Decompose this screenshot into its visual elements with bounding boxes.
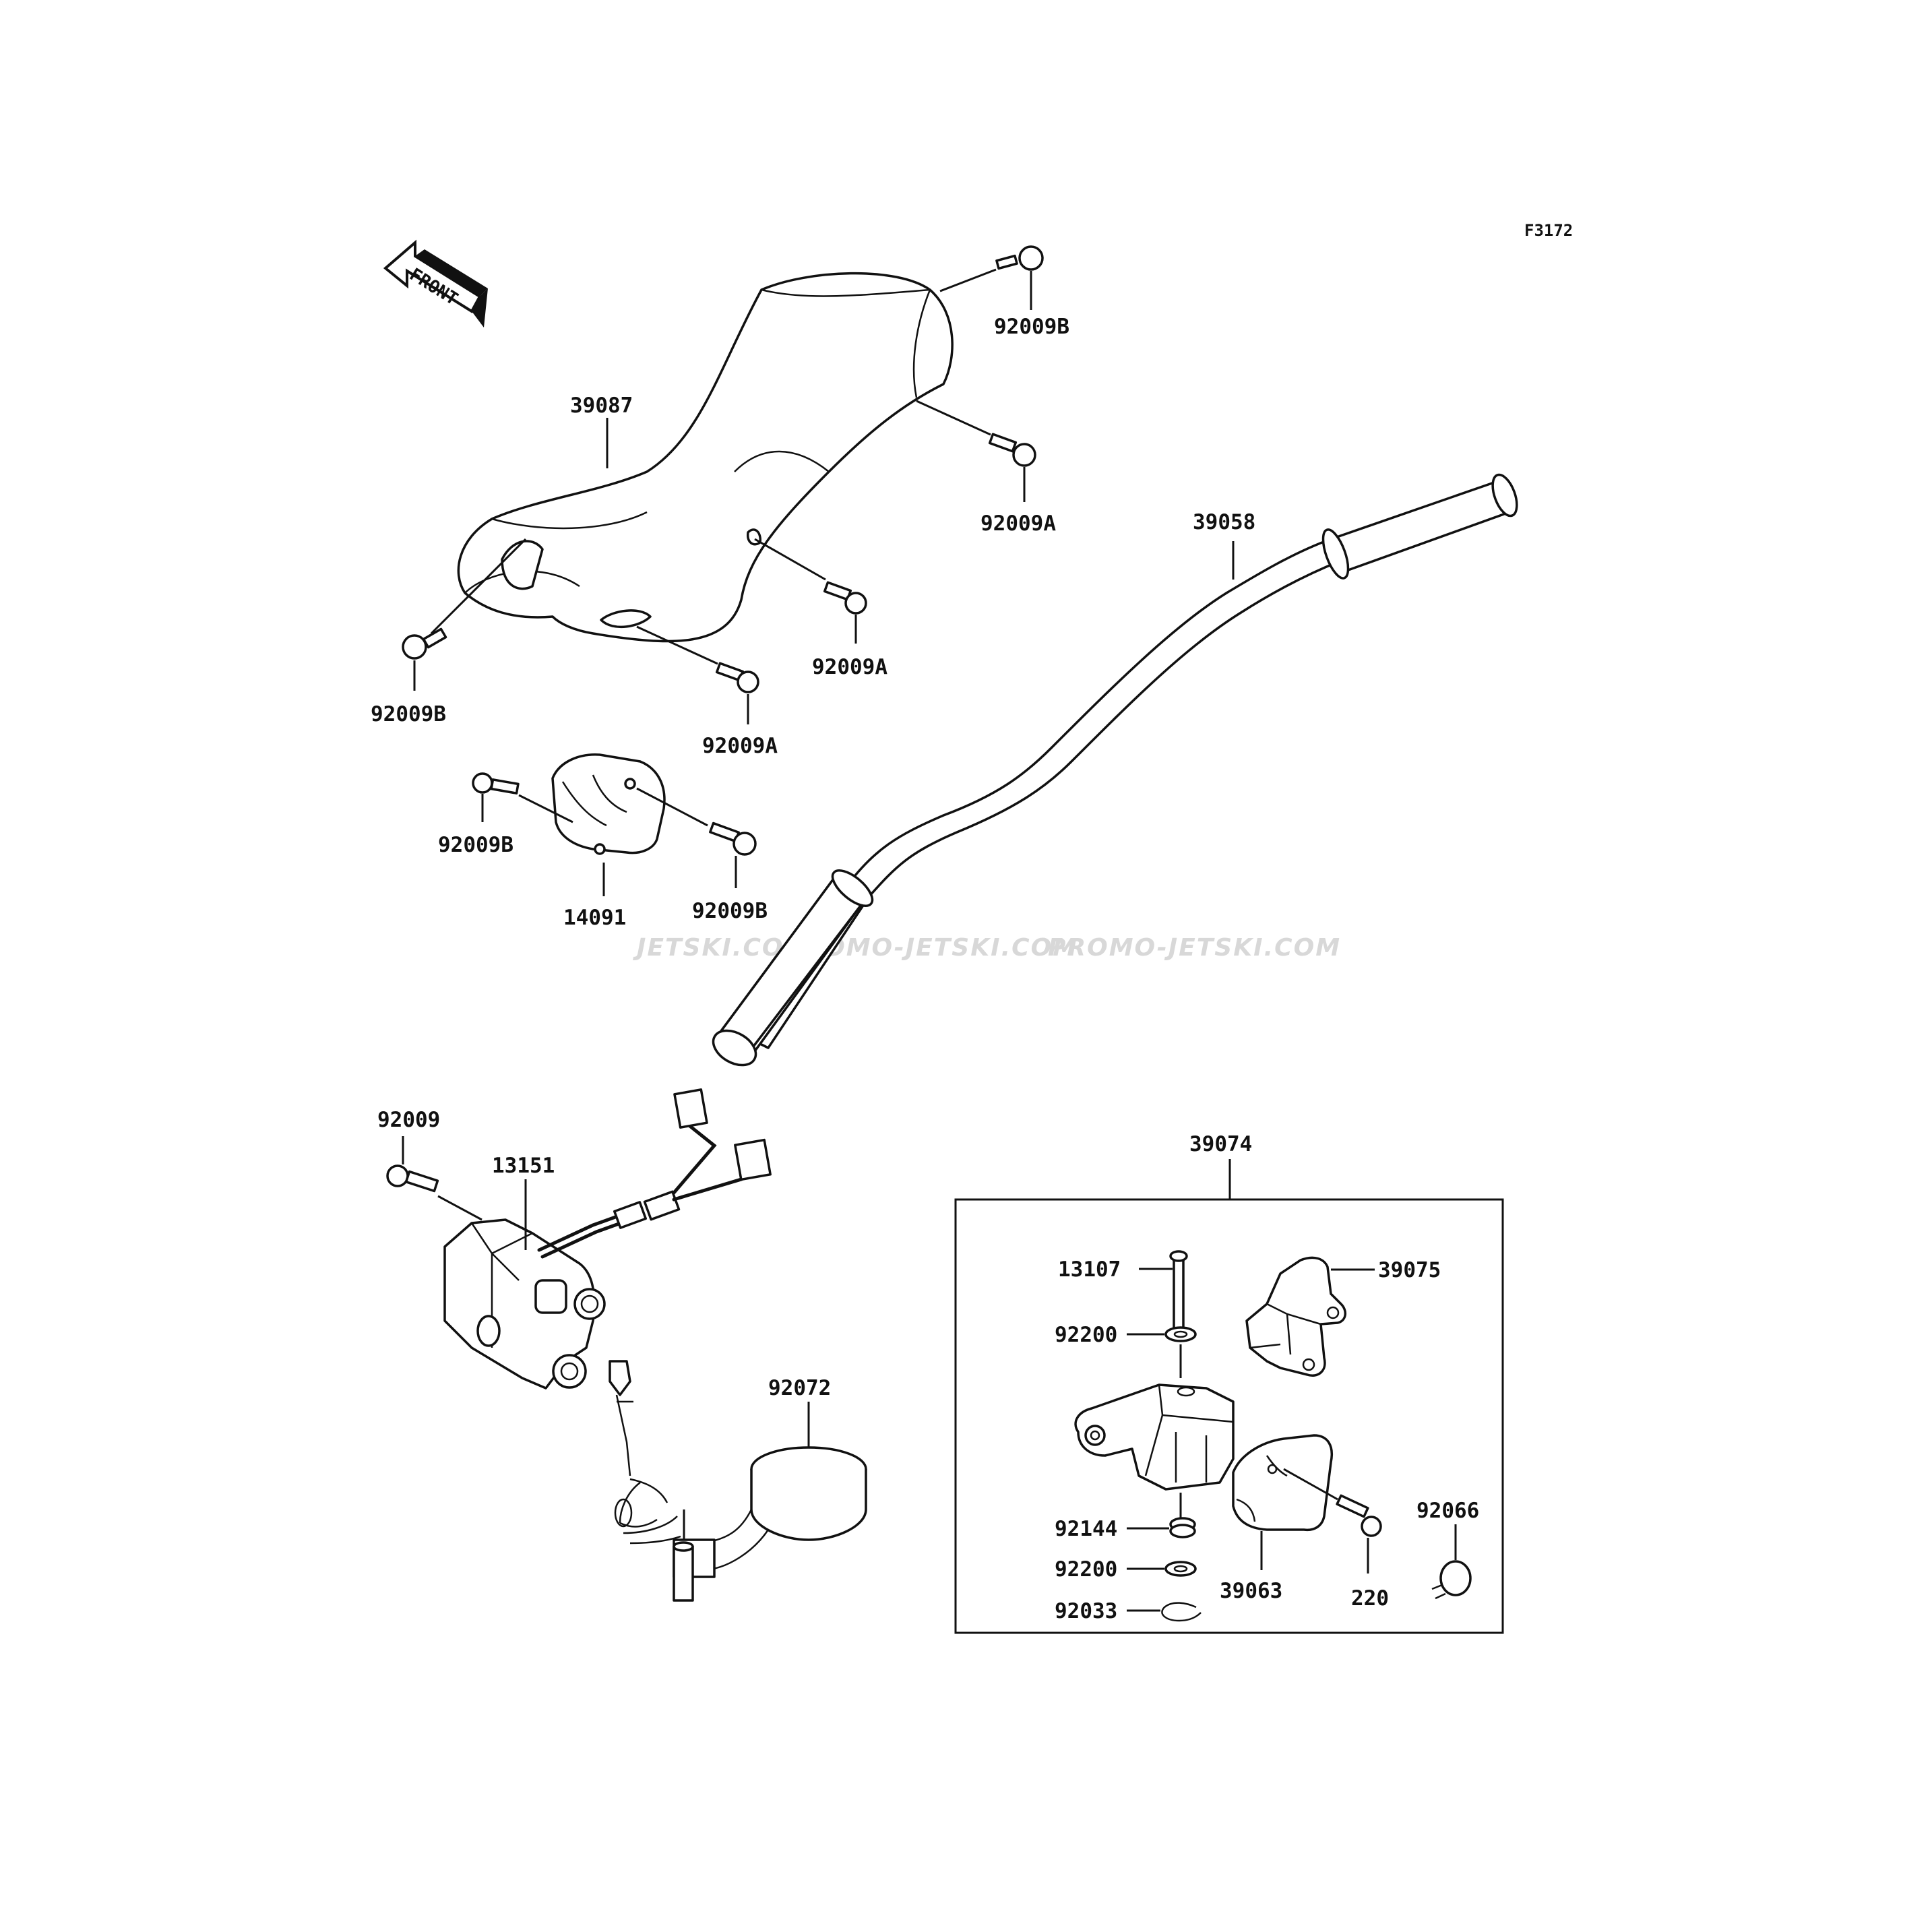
switch-housing-drawing: 13151	[443, 1088, 772, 1390]
pad-bottom-screw: 92009A	[636, 625, 778, 758]
fastener-label-washer-upper: 92200	[1055, 1323, 1117, 1347]
pad-left-screw: 92009B	[371, 538, 527, 726]
lanyard-holder-drawing: 92072	[609, 1360, 867, 1602]
handlebar-pad-drawing: 39087	[457, 272, 954, 643]
handlebar-drawing: 39058	[712, 473, 1518, 1067]
part-label-lever-assembly: 39074	[1189, 1132, 1252, 1156]
fastener-label-pad-right: 92009A	[980, 511, 1056, 536]
fastener-label-washer-lower: 92200	[1055, 1557, 1117, 1582]
spring-drawing: 92144	[1055, 1517, 1196, 1541]
part-label-cap: 92066	[1416, 1499, 1479, 1523]
fastener-label-housing: 92009	[377, 1108, 440, 1132]
cover-left-screw: 92009B	[438, 772, 573, 857]
lever-bracket-drawing: 39075	[1245, 1256, 1441, 1377]
washer-upper-drawing: 92200	[1055, 1323, 1197, 1347]
clip-drawing: 92033	[1055, 1599, 1202, 1623]
lever-cover-drawing: 39063	[1220, 1434, 1333, 1603]
watermark-segment-3: PROMO-JETSKI.COM	[1048, 934, 1341, 962]
fastener-label-clip: 92033	[1055, 1599, 1117, 1623]
fastener-label-pad-left: 92009B	[371, 702, 446, 726]
part-label-lever-bracket: 39075	[1378, 1258, 1441, 1282]
part-label-handlebar: 39058	[1193, 510, 1255, 534]
washer-lower-drawing: 92200	[1055, 1557, 1197, 1582]
front-arrow-icon: FRONT	[383, 239, 488, 328]
part-label-switch-cover: 14091	[563, 906, 626, 930]
pad-right-screw: 92009A	[916, 400, 1056, 536]
housing-screw: 92009	[377, 1108, 482, 1221]
lever-body-drawing	[1074, 1344, 1235, 1520]
fastener-label-pad-mid: 92009A	[812, 655, 887, 679]
part-label-handlebar-pad: 39087	[570, 394, 633, 418]
part-label-assembly-screw: 220	[1351, 1586, 1389, 1611]
figure-code: F3172	[1524, 221, 1573, 240]
fastener-label-pad-bottom: 92009A	[702, 734, 778, 758]
fastener-label-pad-top: 92009B	[994, 315, 1069, 339]
fastener-label-spring: 92144	[1055, 1517, 1117, 1541]
lever-assembly-box: 39074 13107 39075 92200	[954, 1132, 1504, 1634]
fastener-label-cover-left: 92009B	[438, 833, 513, 857]
part-label-switch-housing: 13151	[492, 1154, 555, 1178]
assembly-pin-drawing: 13107	[1058, 1250, 1188, 1336]
switch-cover-drawing: 14091	[551, 753, 666, 930]
part-label-lever-cover: 39063	[1220, 1579, 1282, 1603]
cover-right-screw: 92009B	[636, 787, 768, 923]
assembly-screw-drawing: 220	[1283, 1468, 1389, 1611]
cap-drawing: 92066	[1416, 1499, 1479, 1600]
pad-top-screw: 92009B	[939, 245, 1069, 339]
part-label-lanyard-holder: 92072	[768, 1376, 831, 1400]
watermark: JETSKI.COM PROMO-JETSKI.COM PROMO-JETSKI…	[633, 934, 1341, 962]
part-label-assembly-pin: 13107	[1058, 1257, 1121, 1282]
fastener-label-cover-right: 92009B	[692, 899, 768, 923]
pad-mid-screw: 92009A	[754, 538, 887, 679]
